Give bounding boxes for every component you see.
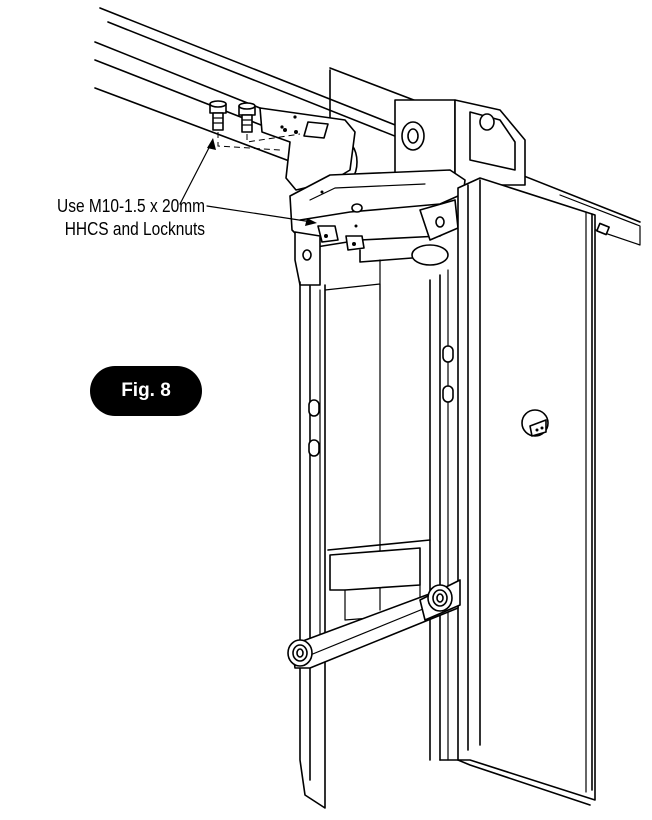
front-column-panel xyxy=(439,177,596,806)
callout-line-2: HHCS and Locknuts xyxy=(64,219,205,239)
spacer-nut-right xyxy=(427,584,453,612)
spacer-nut-left xyxy=(287,639,313,667)
callout-leader xyxy=(179,138,317,226)
mounting-plate xyxy=(259,107,356,191)
figure-label-badge: Fig. 8 xyxy=(90,366,202,416)
bolt-left xyxy=(209,100,227,131)
roller-housing xyxy=(322,67,526,187)
left-upright xyxy=(299,281,326,809)
bolt-alignment-lines xyxy=(217,132,301,151)
top-bracket xyxy=(289,169,466,286)
rear-panel xyxy=(324,259,431,621)
right-upright xyxy=(429,269,454,761)
figure-label: Fig. 8 xyxy=(121,380,171,401)
callout-line-1: Use M10-1.5 x 20mm xyxy=(57,196,205,216)
bolt-right xyxy=(238,102,256,133)
overhead-beam xyxy=(94,7,641,246)
fastener-callout: Use M10-1.5 x 20mm HHCS and Locknuts xyxy=(29,195,205,241)
